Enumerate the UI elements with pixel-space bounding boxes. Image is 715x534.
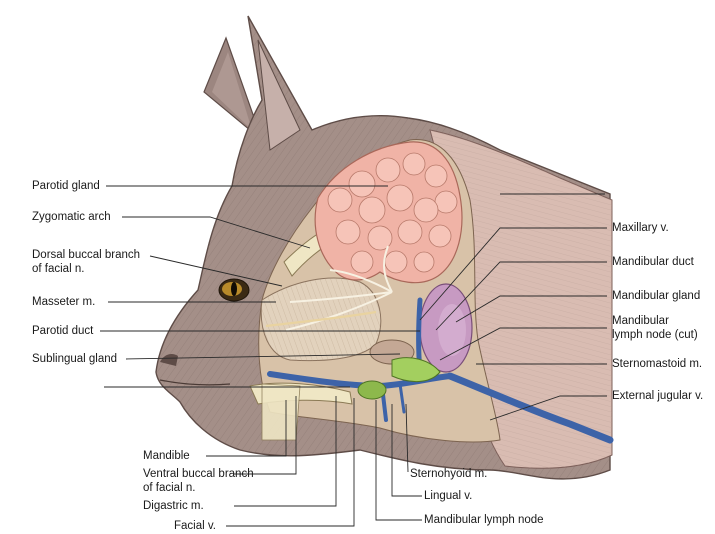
eye xyxy=(218,278,250,302)
parotid-gland xyxy=(314,141,463,284)
label-masseter: Masseter m. xyxy=(32,296,96,308)
label-mandible: Mandible xyxy=(143,450,190,462)
label-sternomastoid: Sternomastoid m. xyxy=(612,358,703,370)
parotid-duct xyxy=(265,310,377,328)
label-mandibular-lymph-node-cut: Mandibular lymph node (cut) xyxy=(612,315,698,341)
label-external-jugular-v: External jugular v. xyxy=(612,390,704,402)
label-maxillary-v: Maxillary v. xyxy=(612,222,669,234)
label-facial-v: Facial v. xyxy=(174,520,216,532)
label-parotid-duct: Parotid duct xyxy=(32,325,94,337)
leader-lines xyxy=(100,185,607,527)
label-parotid-gland: Parotid gland xyxy=(32,180,100,192)
label-zygomatic-arch: Zygomatic arch xyxy=(32,211,111,223)
label-dorsal-buccal-branch: Dorsal buccal branch of facial n. xyxy=(32,249,141,275)
label-mandibular-duct: Mandibular duct xyxy=(612,256,694,268)
label-ventral-buccal-branch: Ventral buccal branch of facial n. xyxy=(143,468,254,494)
facial-nerve-branches xyxy=(285,245,393,331)
nose xyxy=(160,354,178,366)
mandibular-lymph-node xyxy=(357,380,387,400)
label-mandibular-lymph-node: Mandibular lymph node xyxy=(424,514,544,526)
label-digastric: Digastric m. xyxy=(143,500,204,512)
near-ear-inner xyxy=(257,39,301,151)
mouth xyxy=(159,379,231,386)
label-sternohyoid: Sternohyoid m. xyxy=(410,468,488,480)
label-sublingual-gland: Sublingual gland xyxy=(32,353,118,365)
label-lingual-v: Lingual v. xyxy=(424,490,473,502)
label-mandibular-gland: Mandibular gland xyxy=(612,290,701,302)
